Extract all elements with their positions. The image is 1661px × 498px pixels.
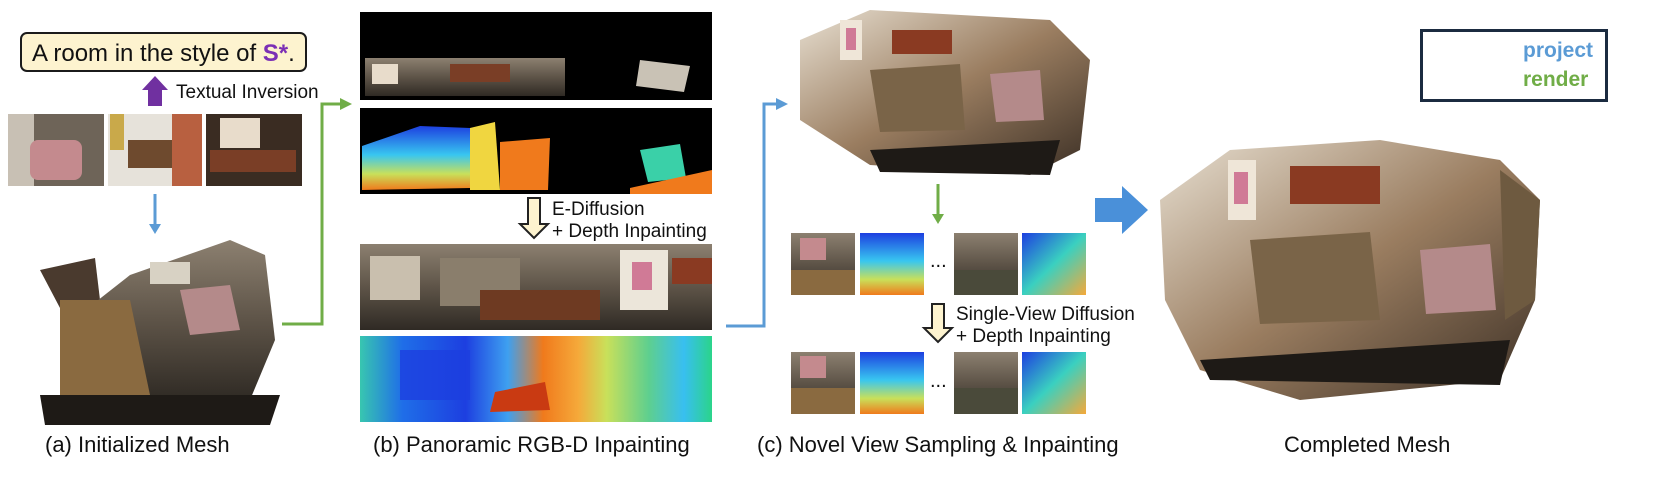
single-view-diffusion-arrow: [921, 303, 955, 344]
initialized-mesh: [40, 240, 280, 425]
input-photo-armchair: [8, 114, 104, 186]
e-diffusion-arrow: [517, 197, 551, 240]
inpainted-view-depth-1: [860, 352, 924, 414]
inpainted-view-rgb-2: [954, 352, 1018, 414]
caption-initialized-mesh: (a) Initialized Mesh: [45, 432, 230, 457]
sampled-view-depth-2: [1022, 233, 1086, 295]
legend-box: project render: [1420, 29, 1608, 102]
prompt-prefix: A room in the style of: [32, 40, 263, 67]
prompt-suffix: .: [288, 40, 295, 67]
render-arrow-c: [932, 184, 944, 224]
textual-inversion-arrow: [142, 76, 168, 106]
big-arrow-to-completed: [1095, 186, 1148, 234]
ellipsis-row-1: ...: [930, 250, 947, 272]
textual-inversion-label: Textual Inversion: [176, 82, 319, 103]
legend-row-render: render: [1435, 67, 1605, 93]
e-diffusion-label: E-Diffusion: [552, 199, 645, 220]
completed-mesh: [1160, 140, 1540, 400]
sampled-view-rgb-2: [954, 233, 1018, 295]
caption-completed-mesh: Completed Mesh: [1284, 432, 1451, 457]
panorama-rgb-partial: [360, 12, 712, 100]
legend-project-label: project: [1523, 39, 1594, 62]
legend-render-label: render: [1523, 68, 1589, 91]
sampled-view-rgb-1: [791, 233, 855, 295]
caption-novel-view: (c) Novel View Sampling & Inpainting: [757, 432, 1119, 457]
sampled-view-depth-1: [860, 233, 924, 295]
project-arrow-a: [149, 194, 161, 234]
legend-row-project: project: [1435, 38, 1605, 64]
depth-inpainting-label-2: + Depth Inpainting: [956, 326, 1111, 347]
caption-panoramic-inpainting: (b) Panoramic RGB-D Inpainting: [373, 432, 690, 457]
project-arrow-b-to-c: [726, 98, 788, 328]
ellipsis-row-2: ...: [930, 370, 947, 392]
depth-inpainting-label-1: + Depth Inpainting: [552, 221, 707, 242]
single-view-diffusion-label: Single-View Diffusion: [956, 304, 1135, 325]
novel-view-mesh: [800, 10, 1090, 175]
render-arrow-a-to-b: [282, 98, 352, 326]
text-prompt-box: A room in the style of S*.: [20, 32, 307, 72]
inpainted-view-rgb-1: [791, 352, 855, 414]
panorama-rgb-complete: [360, 244, 712, 330]
panorama-depth-complete: [360, 336, 712, 422]
input-photo-desk: [206, 114, 302, 186]
inpainted-view-depth-2: [1022, 352, 1086, 414]
prompt-token: S*: [262, 40, 289, 67]
panorama-depth-partial: [360, 108, 712, 194]
input-photo-nightstand: [108, 114, 202, 186]
